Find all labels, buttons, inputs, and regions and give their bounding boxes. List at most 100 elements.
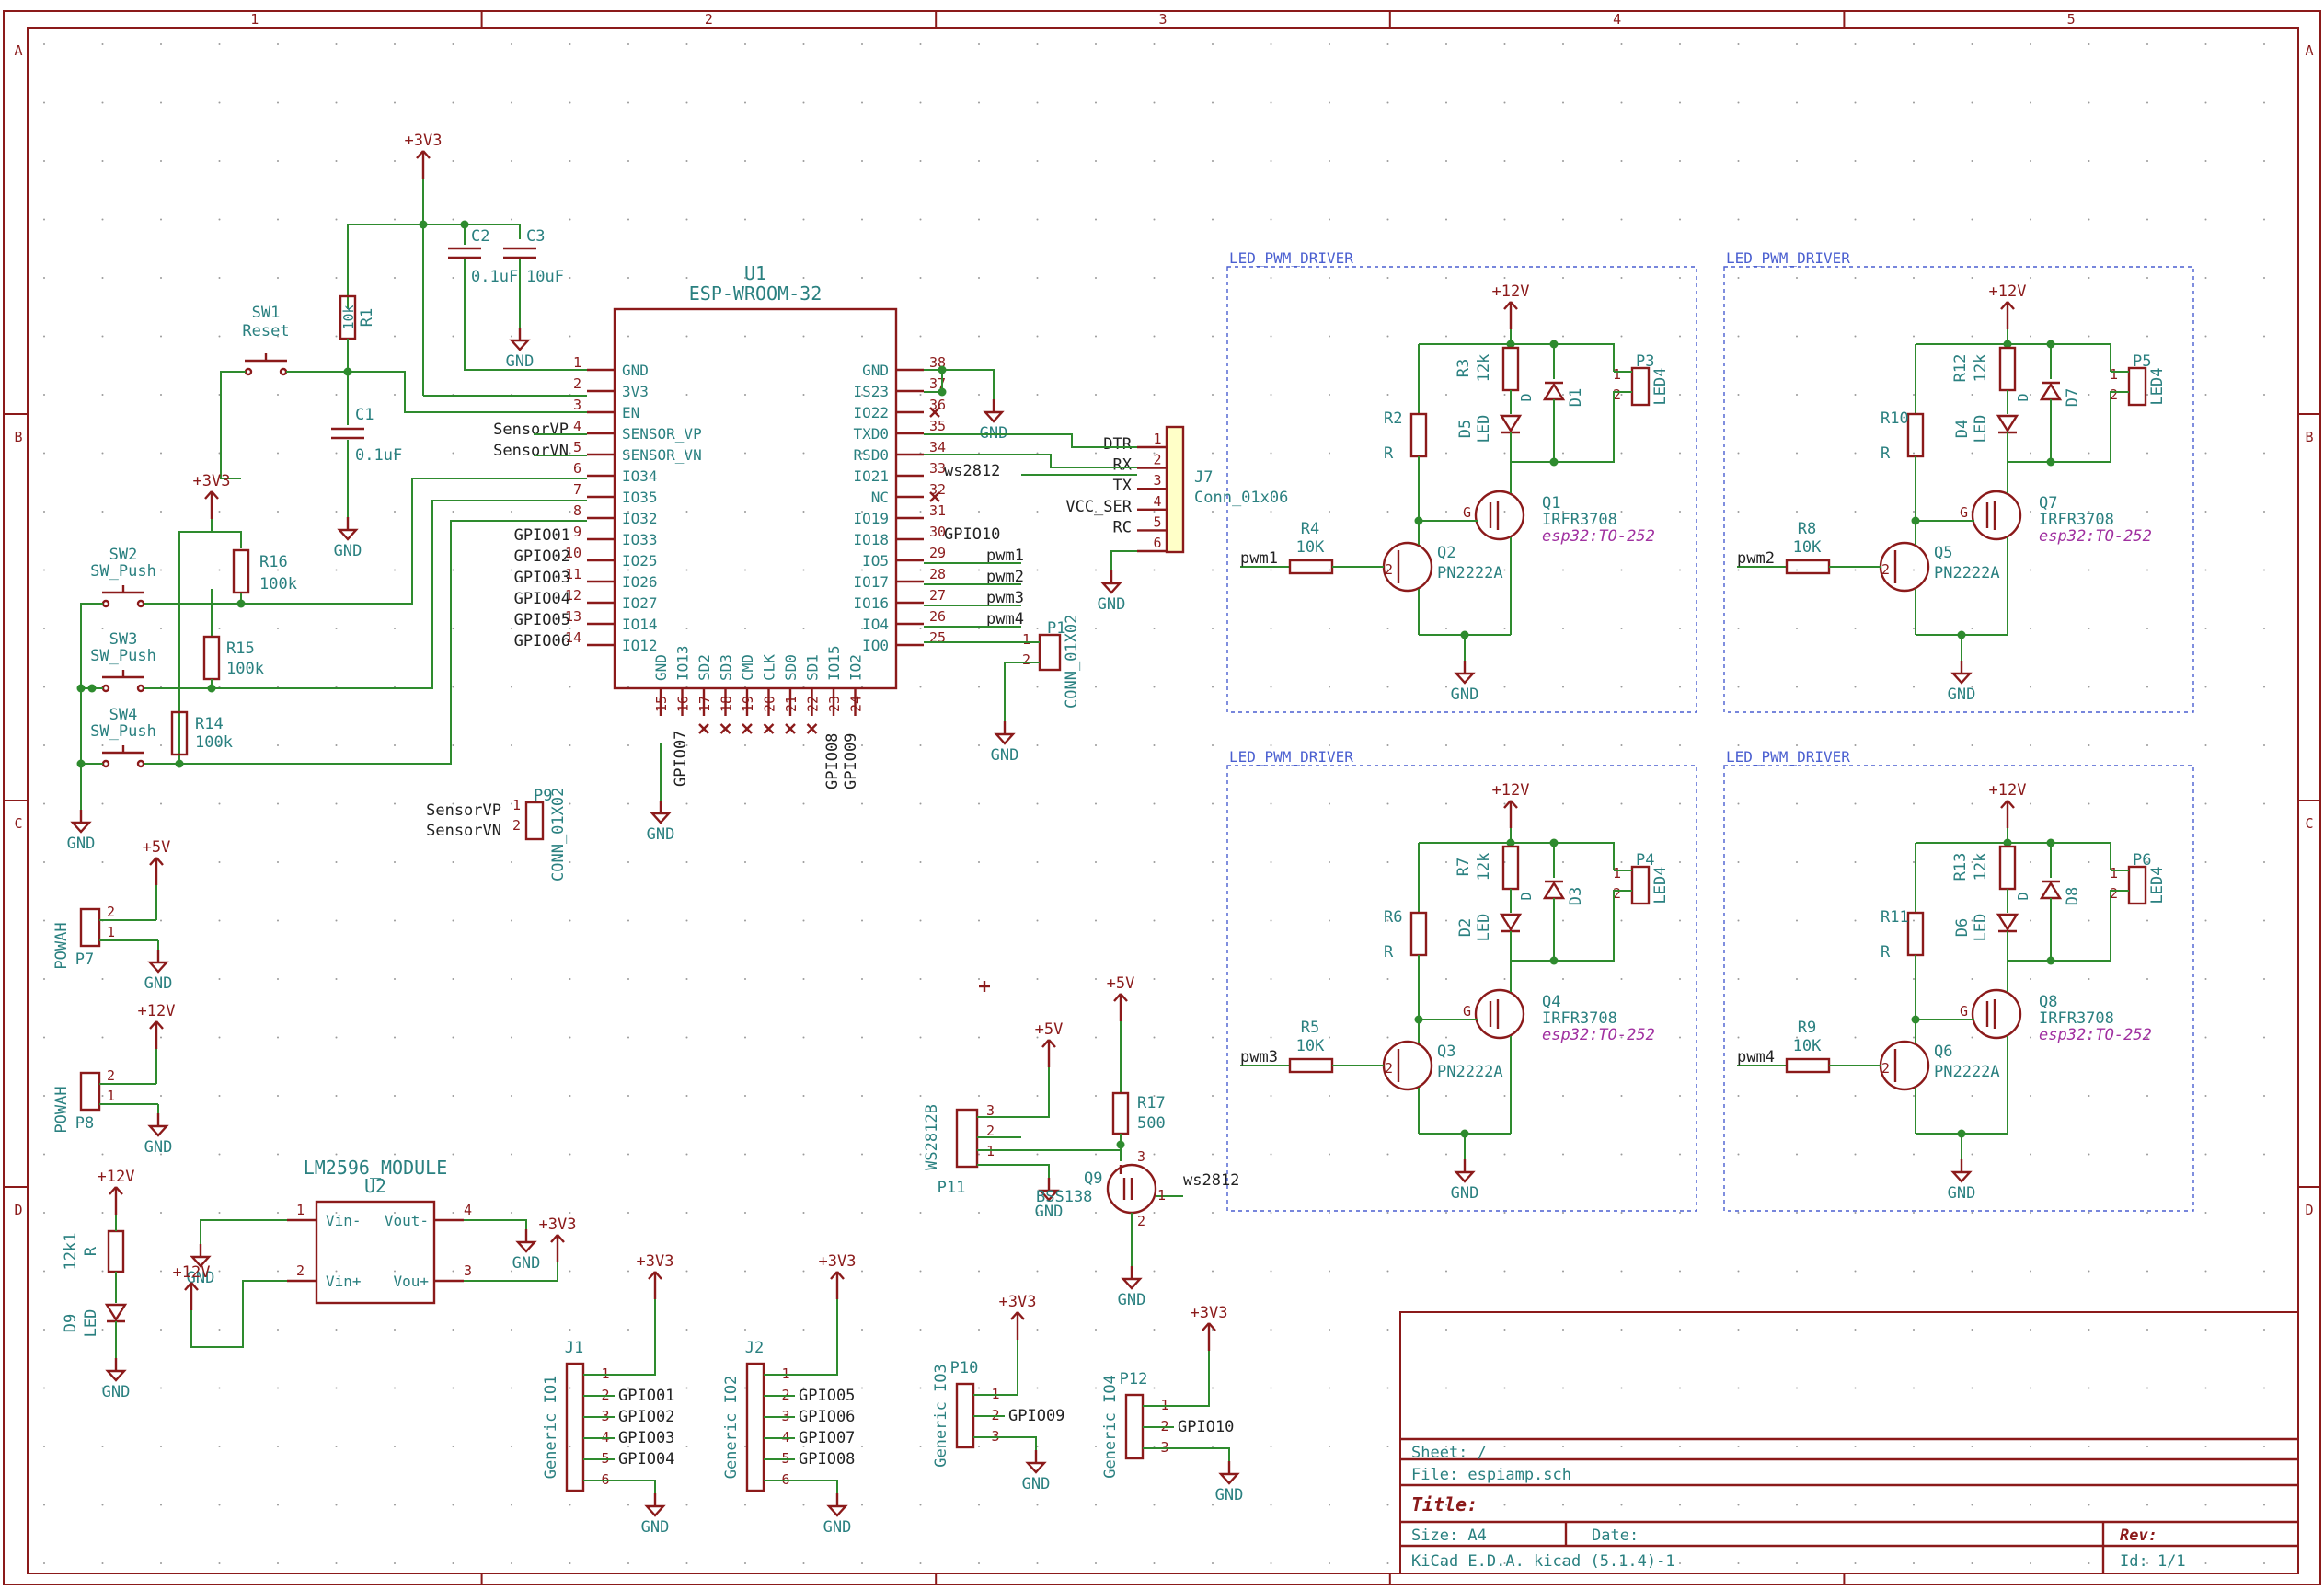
gnd-label: GND xyxy=(1451,1184,1479,1203)
net-label: SensorVN xyxy=(493,442,569,460)
pin-name: CMD xyxy=(739,654,756,681)
power-symbol: +5V xyxy=(143,838,170,885)
base-resistor-value: R xyxy=(1881,444,1891,463)
switch-ref: SW4 xyxy=(109,706,138,724)
pin-number: 4 xyxy=(464,1202,472,1218)
net-label: GPIO09 xyxy=(1008,1407,1064,1425)
diode-ref: D1 xyxy=(1567,388,1585,407)
net-label: GPIO04 xyxy=(618,1450,674,1469)
id-label: Id: 1/1 xyxy=(2120,1552,2186,1571)
net-label: GPIO03 xyxy=(514,569,570,587)
gnd-label: GND xyxy=(506,352,535,371)
d9-ref: D9 xyxy=(62,1314,80,1332)
power-label: +3V3 xyxy=(405,132,443,150)
header-ref: J2 xyxy=(745,1339,764,1357)
pin-number: 2 xyxy=(107,904,115,920)
power-symbol: +12V xyxy=(1989,282,2026,329)
pin-number: 27 xyxy=(929,587,946,604)
pin-number: 6 xyxy=(1153,535,1161,551)
pin-number: 1 xyxy=(512,797,521,813)
pin-number: 2 xyxy=(512,817,521,834)
pin-number: 26 xyxy=(929,608,946,625)
pin-number: 2 xyxy=(1881,561,1890,578)
mosfet-ref: Q8 xyxy=(2039,993,2057,1011)
pin-number: 3 xyxy=(1137,1148,1145,1165)
pin-number: 15 xyxy=(653,696,670,712)
d9-resistor-ref: 12k1 xyxy=(62,1233,80,1271)
net-label: GPIO04 xyxy=(514,590,570,608)
sw1-value: Reset xyxy=(242,322,289,340)
pin-name: RX xyxy=(1113,456,1133,475)
pin-number: 2 xyxy=(2110,386,2118,403)
power-reset-section: +3V3C20.1uFGNDC310uFR110kGNDC10.1uFSW1Re… xyxy=(220,132,587,560)
pin-name: SD3 xyxy=(718,654,735,681)
gnd-symbol: GND xyxy=(334,517,362,560)
column-label: 5 xyxy=(2067,11,2076,28)
led-value: LED xyxy=(1972,415,1990,444)
r16-resistor: R16 100k xyxy=(232,548,297,604)
junction-dot xyxy=(1116,1140,1125,1149)
power-symbol: +3V3 xyxy=(405,132,443,179)
gnd-label: GND xyxy=(1451,686,1479,704)
pin-name: SENSOR_VN xyxy=(622,446,702,464)
led-value: LED xyxy=(1972,914,1990,942)
sheet-border xyxy=(3,10,2321,1585)
base-resistor-ref: R10 xyxy=(1881,409,1909,428)
pin-name: IO18 xyxy=(853,531,889,548)
pin-name: IO17 xyxy=(853,573,889,591)
gnd-symbol: GND xyxy=(1948,661,1976,704)
pin-name: IO32 xyxy=(622,510,658,527)
row-label: C xyxy=(14,815,22,832)
gnd-symbol: GND xyxy=(144,1113,172,1157)
pin-number: 5 xyxy=(1153,513,1161,530)
d9-value: LED xyxy=(82,1309,100,1338)
pin-number: 2 xyxy=(1613,885,1621,902)
pin-number: 1 xyxy=(573,354,581,371)
gnd-symbol: GND xyxy=(1118,1266,1146,1309)
column-label: 3 xyxy=(1158,11,1167,28)
pin-name: 3V3 xyxy=(622,383,649,400)
pin-number: 1 xyxy=(2110,865,2118,881)
r16-value: 100k xyxy=(259,575,297,593)
connector-value: LED4 xyxy=(2148,867,2167,904)
mosfet-value: IRFR3708 xyxy=(1542,1009,1617,1028)
gnd-symbol: GND xyxy=(647,801,675,844)
pin-number: 1 xyxy=(2110,366,2118,383)
net-label: ws2812 xyxy=(1183,1171,1239,1190)
junction-dot xyxy=(938,387,947,397)
net-label: pwm4 xyxy=(1737,1048,1775,1066)
power-label: +12V xyxy=(1989,781,2027,800)
mosfet-ref: Q4 xyxy=(1542,993,1560,1011)
gnd-label: GND xyxy=(647,825,675,844)
pin-name: IO5 xyxy=(862,552,889,570)
gnd-label: GND xyxy=(1118,1291,1146,1309)
net-label: pwm1 xyxy=(1240,549,1278,568)
r16-ref: R16 xyxy=(259,553,288,571)
net-label: GPIO06 xyxy=(514,632,570,651)
net-label: SensorVN xyxy=(426,822,501,840)
origin-marker xyxy=(979,981,990,992)
net-label: GPIO07 xyxy=(799,1429,855,1447)
header-value: Generic IO1 xyxy=(542,1376,560,1480)
gnd-symbol: GND xyxy=(823,1493,851,1537)
led-value: LED xyxy=(1475,914,1493,942)
pin-number: 2 xyxy=(2110,885,2118,902)
r17-value: 500 xyxy=(1137,1114,1166,1133)
led-resistor-ref: R13 xyxy=(1951,853,1970,881)
net-label: pwm3 xyxy=(986,589,1024,607)
junction-dot xyxy=(2003,340,2012,349)
pin-name: VCC_SER xyxy=(1065,498,1132,516)
power-label: +3V3 xyxy=(637,1252,674,1271)
gnd-label: GND xyxy=(102,1383,131,1401)
power-symbol: +12V xyxy=(98,1168,134,1215)
led-resistor-value: 12k xyxy=(1475,853,1493,881)
pin-number: 31 xyxy=(929,502,946,519)
gnd-label: GND xyxy=(1948,686,1976,704)
